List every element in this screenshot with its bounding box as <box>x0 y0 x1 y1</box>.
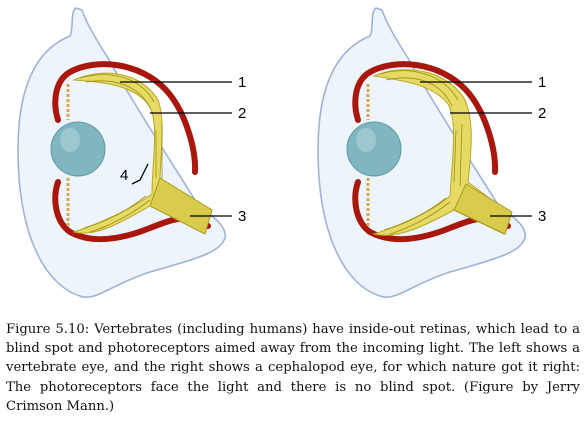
vertebrate-lens-highlight <box>60 128 80 152</box>
eye-comparison-figure: 1 2 3 4 1 2 3 <box>17 7 546 298</box>
cephalopod-callout-1: 1 <box>538 74 546 91</box>
cephalopod-lens-highlight <box>356 128 376 152</box>
vertebrate-callout-3: 3 <box>238 208 246 225</box>
vertebrate-optic-nerve <box>149 177 213 235</box>
vertebrate-sclera-upper <box>52 61 199 175</box>
caption-text: Vertebrates (including humans) have insi… <box>6 322 580 414</box>
cephalopod-optic-nerve <box>453 183 513 235</box>
vertebrate-callout-line-4 <box>131 163 149 185</box>
cephalopod-lens <box>346 121 402 177</box>
vertebrate-callout-4: 4 <box>120 167 128 184</box>
figure-caption: Figure 5.10: Vertebrates (including huma… <box>6 320 580 416</box>
vertebrate-eye-outline <box>17 7 226 298</box>
vertebrate-callout-1: 1 <box>238 74 246 91</box>
cephalopod-callout-2: 2 <box>538 105 546 122</box>
vertebrate-eye: 1 2 3 4 <box>17 7 246 298</box>
caption-label: Figure 5.10: <box>6 322 90 337</box>
cephalopod-sclera-upper <box>352 61 499 175</box>
cephalopod-callout-3: 3 <box>538 208 546 225</box>
vertebrate-callout-2: 2 <box>238 105 246 122</box>
cephalopod-eye-outline <box>317 7 526 298</box>
cephalopod-eye: 1 2 3 <box>317 7 546 298</box>
vertebrate-lens <box>50 121 106 177</box>
